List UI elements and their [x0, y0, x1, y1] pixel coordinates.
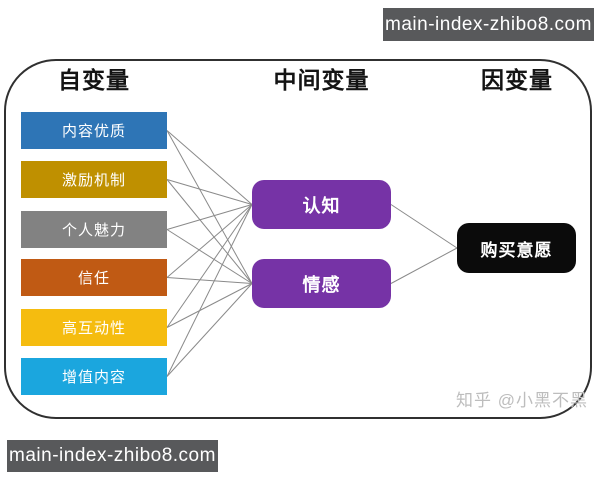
- column-header-independent: 自变量: [58, 67, 130, 93]
- node-cognition: 认知: [252, 180, 391, 229]
- node-value-added-content: 增值内容: [21, 358, 167, 395]
- node-label: 情感: [302, 274, 341, 295]
- node-label: 购买意愿: [480, 240, 553, 260]
- watermark-text: main-index-zhibo8.com: [9, 445, 216, 466]
- watermark-text: main-index-zhibo8.com: [385, 13, 592, 35]
- node-label: 高互动性: [61, 320, 126, 337]
- column-header-dependent: 因变量: [481, 67, 553, 93]
- node-emotion: 情感: [252, 259, 391, 308]
- node-label: 激励机制: [61, 172, 126, 189]
- node-trust: 信任: [21, 259, 167, 296]
- node-label: 个人魅力: [61, 222, 126, 239]
- node-content-quality: 内容优质: [21, 112, 167, 149]
- node-incentive-mechanism: 激励机制: [21, 161, 167, 198]
- node-personal-charm: 个人魅力: [21, 211, 167, 248]
- zhihu-credit: 知乎 @小黑不黑: [456, 391, 588, 410]
- node-high-interactivity: 高互动性: [21, 309, 167, 346]
- node-label: 内容优质: [61, 123, 126, 140]
- node-purchase-intention: 购买意愿: [457, 223, 576, 273]
- node-label: 认知: [302, 195, 341, 216]
- watermark-bar-bottom: main-index-zhibo8.com: [7, 440, 218, 472]
- column-header-mediator: 中间变量: [273, 67, 370, 93]
- node-label: 信任: [77, 270, 110, 287]
- node-label: 增值内容: [61, 369, 126, 386]
- watermark-bar-top: main-index-zhibo8.com: [383, 8, 594, 41]
